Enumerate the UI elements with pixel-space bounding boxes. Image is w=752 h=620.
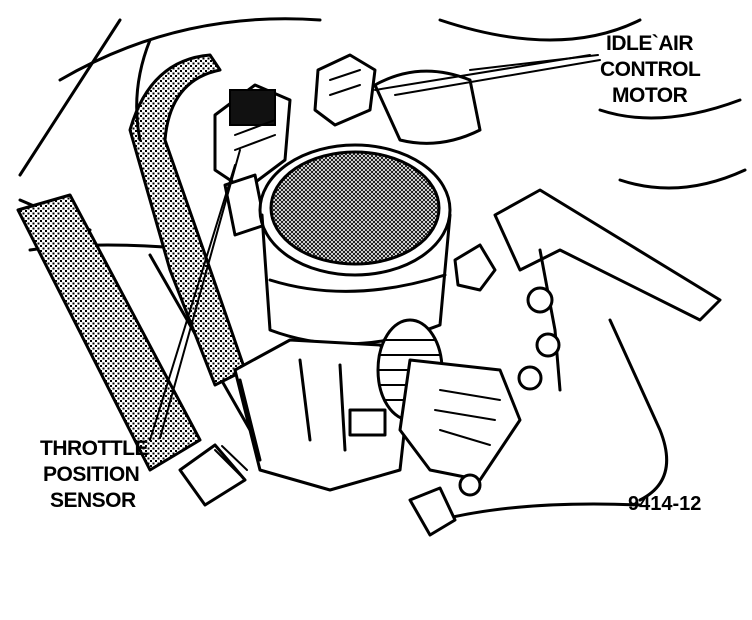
idle-air-control-motor: [313, 53, 482, 145]
idle-air-control-label-line1: IDLE`AIR: [606, 32, 693, 55]
throttle-body-casting: [233, 338, 412, 492]
left-hose: [16, 38, 247, 472]
mounting-bracket: [453, 188, 722, 392]
figure-number: 9414-12: [628, 493, 701, 515]
idle-air-control-label-line2: CONTROL: [600, 58, 701, 81]
throttle-body-inlet: [258, 143, 452, 346]
throttle-position-label-line1: THROTTLE: [40, 437, 148, 460]
hose-fitting: [178, 443, 248, 507]
leader-lines: [149, 54, 601, 441]
throttle-linkage: [376, 318, 522, 497]
lower-fastener: [408, 486, 457, 537]
idle-air-control-label-line3: MOTOR: [612, 84, 688, 107]
throttle-position-label-line2: POSITION: [43, 463, 139, 486]
throttle-position-label-line3: SENSOR: [50, 489, 136, 512]
